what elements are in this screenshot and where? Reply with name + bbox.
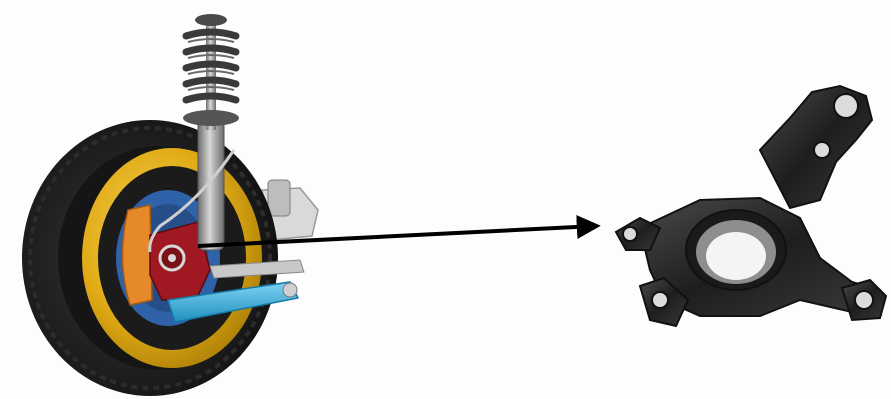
steering-knuckle-part [616,86,886,326]
wheel-suspension-assembly [22,14,318,396]
brake-caliper [122,205,152,305]
